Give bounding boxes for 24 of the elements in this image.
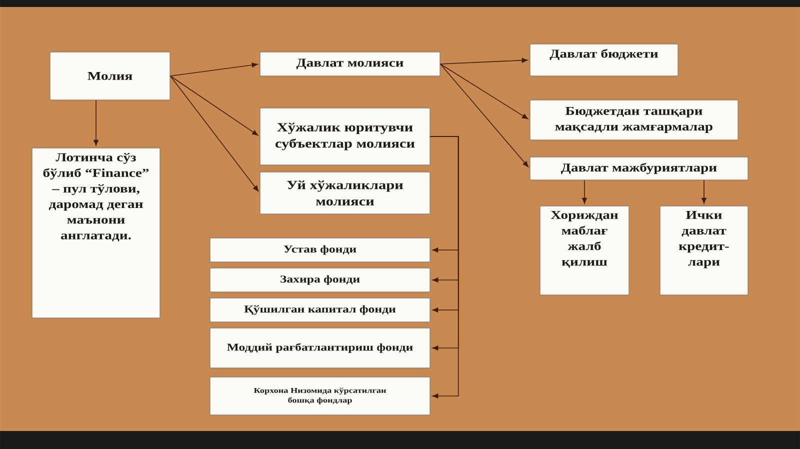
category-box: Давлат мажбуриятлари: [530, 156, 748, 180]
connector-arrow: [430, 136, 459, 398]
fund-box: Қўшилган капитал фонди: [210, 298, 430, 322]
category-box: Давлат бюджети: [530, 44, 678, 76]
category-box: Уй хўжаликлари молияси: [260, 172, 430, 214]
category-box: Давлат молияси: [260, 52, 440, 76]
category-box: Бюджетдан ташқари мақсадли жамғармалар: [530, 100, 738, 140]
connector-arrow: [170, 76, 259, 192]
connector-arrow: [702, 180, 706, 204]
category-box: Молия: [50, 52, 170, 100]
category-box: Хориждан маблағ жалб қилиш: [540, 206, 630, 296]
definition-box: Лотинча сўз бўлиб “Finance” – пул тўлови, даромад деган маънони англатади.: [32, 148, 160, 318]
connector-arrow: [170, 76, 258, 136]
connector-arrow: [94, 100, 98, 146]
connector-arrow: [440, 58, 528, 64]
fund-box: Захира фонди: [210, 268, 430, 292]
connector-arrow: [170, 62, 258, 76]
fund-box: Моддий рағбатлантириш фонди: [210, 328, 430, 368]
connector-arrow: [440, 64, 528, 168]
connector-arrow: [440, 64, 528, 120]
connector-arrow: [582, 180, 587, 204]
category-box: Ички давлат кредит-лари: [660, 206, 748, 296]
fund-box: Устав фонди: [210, 238, 430, 262]
category-box: Хўжалик юритувчи субъектлар молияси: [260, 108, 430, 166]
